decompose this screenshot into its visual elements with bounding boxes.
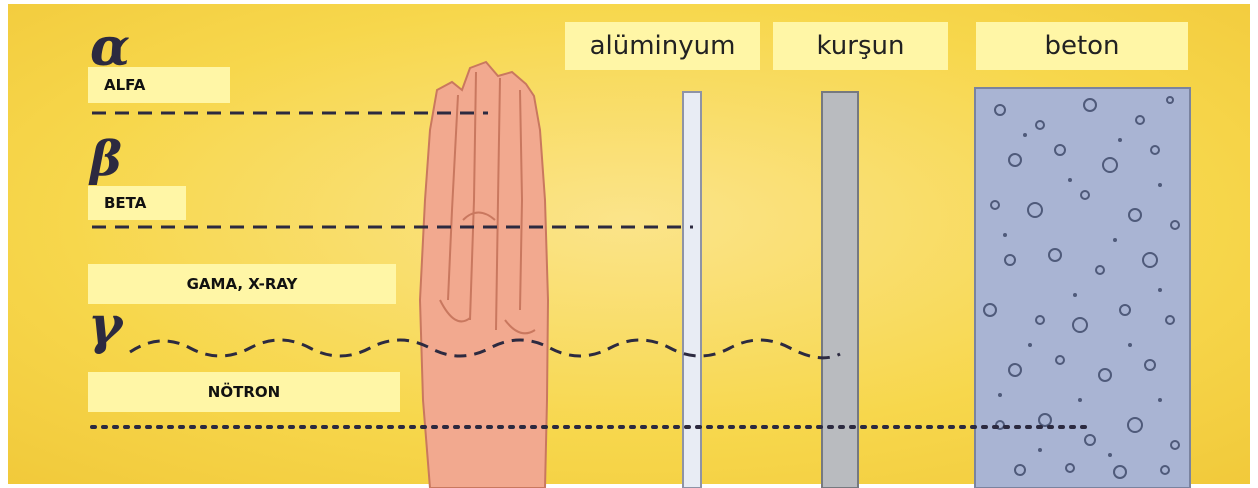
aluminum-label: alüminyum — [565, 22, 760, 70]
concrete-label: beton — [976, 22, 1188, 70]
beta-label: BETA — [88, 186, 186, 220]
beta-symbol: β — [90, 135, 122, 183]
gamma-label: GAMA, X-RAY — [88, 264, 396, 304]
alpha-label: ALFA — [88, 67, 230, 103]
neutron-label: NÖTRON — [88, 372, 400, 412]
hand-icon — [420, 62, 548, 488]
gamma-symbol: γ — [88, 300, 122, 352]
lead-label: kurşun — [773, 22, 948, 70]
